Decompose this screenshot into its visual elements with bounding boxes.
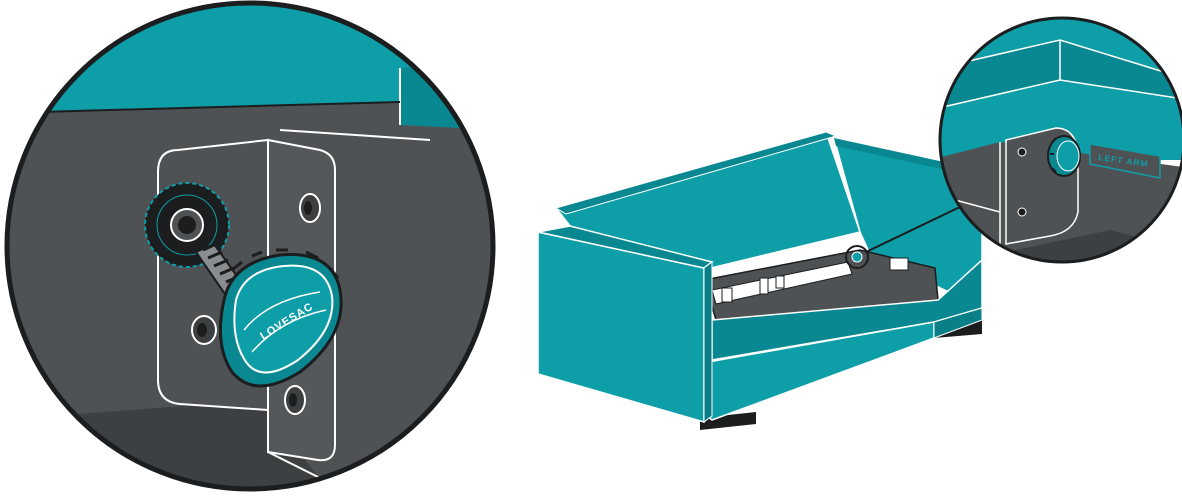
- mounting-hole-icon: [192, 316, 216, 344]
- knurled-knob-icon: [1048, 136, 1080, 176]
- mounting-hole-icon: [300, 194, 320, 222]
- sofa-frame: [538, 132, 982, 430]
- mounting-hole-icon: [285, 386, 305, 414]
- left-zoom-callout: LOVESAC: [0, 0, 520, 493]
